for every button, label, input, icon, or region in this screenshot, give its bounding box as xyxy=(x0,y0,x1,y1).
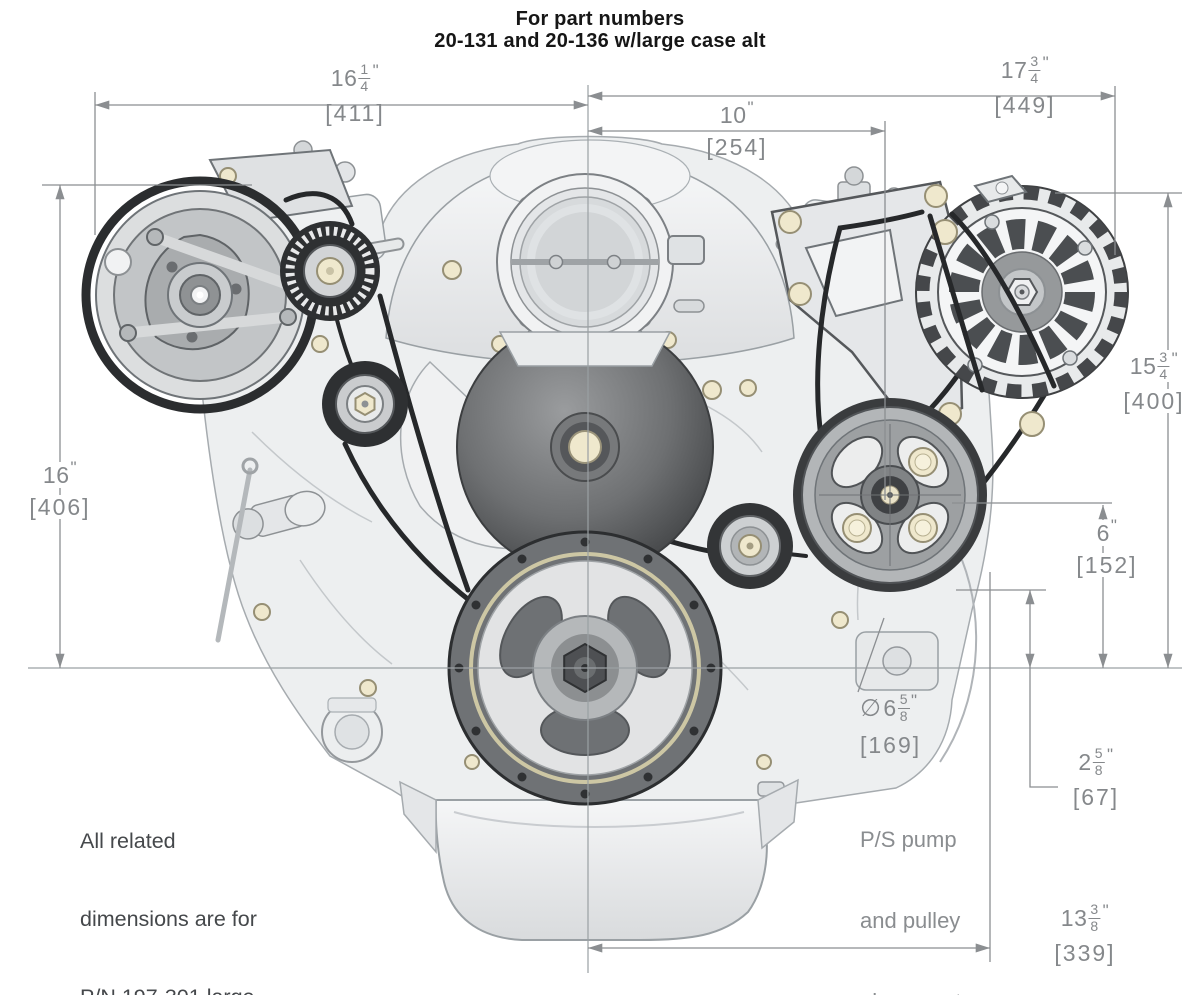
throttle-body xyxy=(496,173,705,367)
dimension-top-mid: 10" [254] xyxy=(706,98,768,160)
ac-compressor xyxy=(81,176,319,414)
ps-pump-note: P/S pump and pulley placement are identi… xyxy=(860,827,962,995)
idler-pulley-lower xyxy=(707,503,793,589)
oil-pan xyxy=(399,778,799,941)
leader-2-5-8 xyxy=(1029,668,1058,788)
ribbed-idler-pulley xyxy=(280,221,380,321)
general-notes: All related dimensions are for P/N 197-3… xyxy=(80,829,257,995)
power-steering-pump-pulley xyxy=(793,398,987,592)
leader-ps-diameter xyxy=(857,617,885,693)
belt-tensioner-pulley xyxy=(322,361,408,447)
title-line-2: 20-131 and 20-136 w/large case alt xyxy=(434,30,766,52)
title-line-1: For part numbers xyxy=(515,8,685,30)
dimension-left: 16" [406] xyxy=(26,459,94,519)
belt-over-alternator xyxy=(927,211,1057,393)
dimension-right-mid: 6" [152] xyxy=(1073,517,1141,577)
dimension-lines xyxy=(42,86,1182,962)
